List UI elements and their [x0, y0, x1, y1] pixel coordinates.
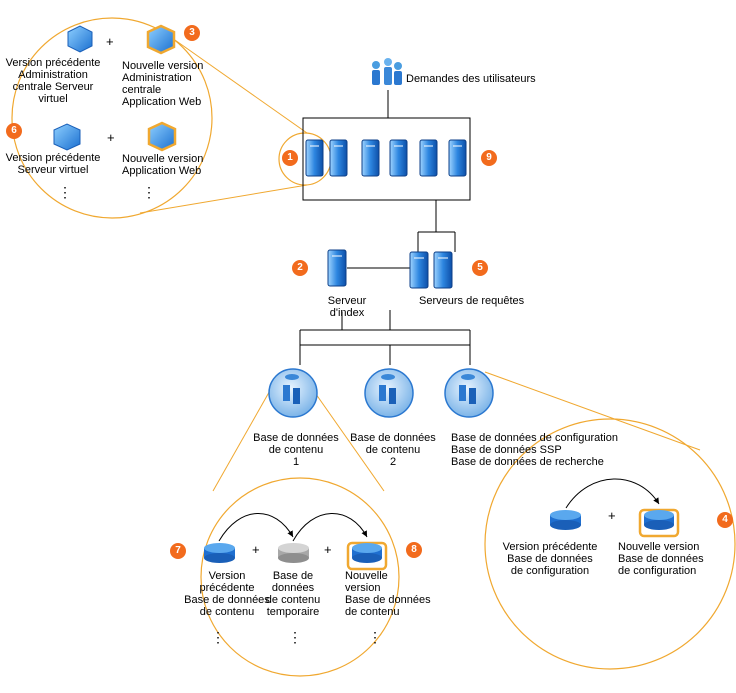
- new-content-db-label: Nouvelle version Base de données de cont…: [345, 570, 431, 618]
- content-db-zoom-circle: [200, 477, 400, 677]
- step-badge-4: 4: [717, 512, 733, 528]
- ellipsis: ⋮: [288, 629, 302, 645]
- step-badge-1: 1: [282, 150, 298, 166]
- content-db-2-label: Base de données de contenu 2: [350, 432, 436, 468]
- plus-sign: +: [107, 130, 115, 145]
- step-badge-2: 2: [292, 260, 308, 276]
- plus-sign: +: [324, 542, 332, 557]
- prev-virtual-server-cube-icon: [53, 123, 81, 151]
- new-central-admin-cube-icon: [146, 24, 176, 55]
- query-servers-label: Serveurs de requêtes: [419, 295, 525, 307]
- ellipsis: ⋮: [142, 184, 156, 200]
- prev-central-admin-label: Version précédente Administration centra…: [5, 57, 101, 105]
- prev-config-db-disk-icon: [550, 510, 581, 530]
- users-label: Demandes des utilisateurs: [406, 73, 536, 85]
- plus-sign: +: [106, 34, 114, 49]
- config-db-zoom-circle: [484, 418, 736, 670]
- prev-content-db-label: Version précédente Base de données de co…: [184, 570, 270, 618]
- web-server-6-icon: [448, 139, 467, 177]
- web-server-2-icon: [329, 139, 348, 177]
- step-badge-3: 3: [184, 25, 200, 41]
- web-app-zoom-circle: [11, 17, 213, 219]
- new-web-app-label: Nouvelle version Application Web: [122, 153, 204, 177]
- users-icon: [372, 58, 402, 85]
- query-server-2-icon: [433, 251, 453, 289]
- index-server-label: Serveur d'index: [327, 295, 367, 319]
- step-badge-7: 7: [170, 543, 186, 559]
- step-badge-6: 6: [6, 123, 22, 139]
- step-badge-5: 5: [472, 260, 488, 276]
- new-web-app-cube-icon: [147, 121, 177, 152]
- index-server-icon: [327, 249, 347, 287]
- query-server-1-icon: [409, 251, 429, 289]
- ellipsis: ⋮: [211, 629, 225, 645]
- prev-central-admin-cube-icon: [67, 25, 93, 53]
- new-config-db-label: Nouvelle version Base de données de conf…: [618, 541, 704, 577]
- web-frontend-farm-box: [302, 117, 471, 201]
- content-db-1-icon: [268, 368, 318, 418]
- web-server-5-icon: [419, 139, 438, 177]
- new-content-db-disk-icon: [346, 541, 388, 571]
- prev-virtual-server-label: Version précédente Serveur virtuel: [5, 152, 101, 176]
- config-db-icon: [444, 368, 494, 418]
- prev-content-db-disk-icon: [204, 543, 235, 563]
- web-server-1-icon: [305, 139, 324, 177]
- temp-content-db-disk-icon: [278, 543, 309, 563]
- plus-sign: +: [252, 542, 260, 557]
- content-db-2-icon: [364, 368, 414, 418]
- temp-content-db-label: Base de données de contenu temporaire: [265, 570, 321, 618]
- content-db-1-label: Base de données de contenu 1: [253, 432, 339, 468]
- ellipsis: ⋮: [58, 184, 72, 200]
- web-server-4-icon: [389, 139, 408, 177]
- step-badge-8: 8: [406, 542, 422, 558]
- plus-sign: +: [608, 508, 616, 523]
- step-badge-9: 9: [481, 150, 497, 166]
- new-central-admin-label: Nouvelle version Administration centrale…: [122, 60, 204, 108]
- ellipsis: ⋮: [368, 629, 382, 645]
- prev-config-db-label: Version précédente Base de données de co…: [502, 541, 598, 577]
- config-db-label: Base de données de configuration Base de…: [451, 432, 618, 468]
- new-config-db-disk-icon: [638, 508, 680, 538]
- web-server-3-icon: [361, 139, 380, 177]
